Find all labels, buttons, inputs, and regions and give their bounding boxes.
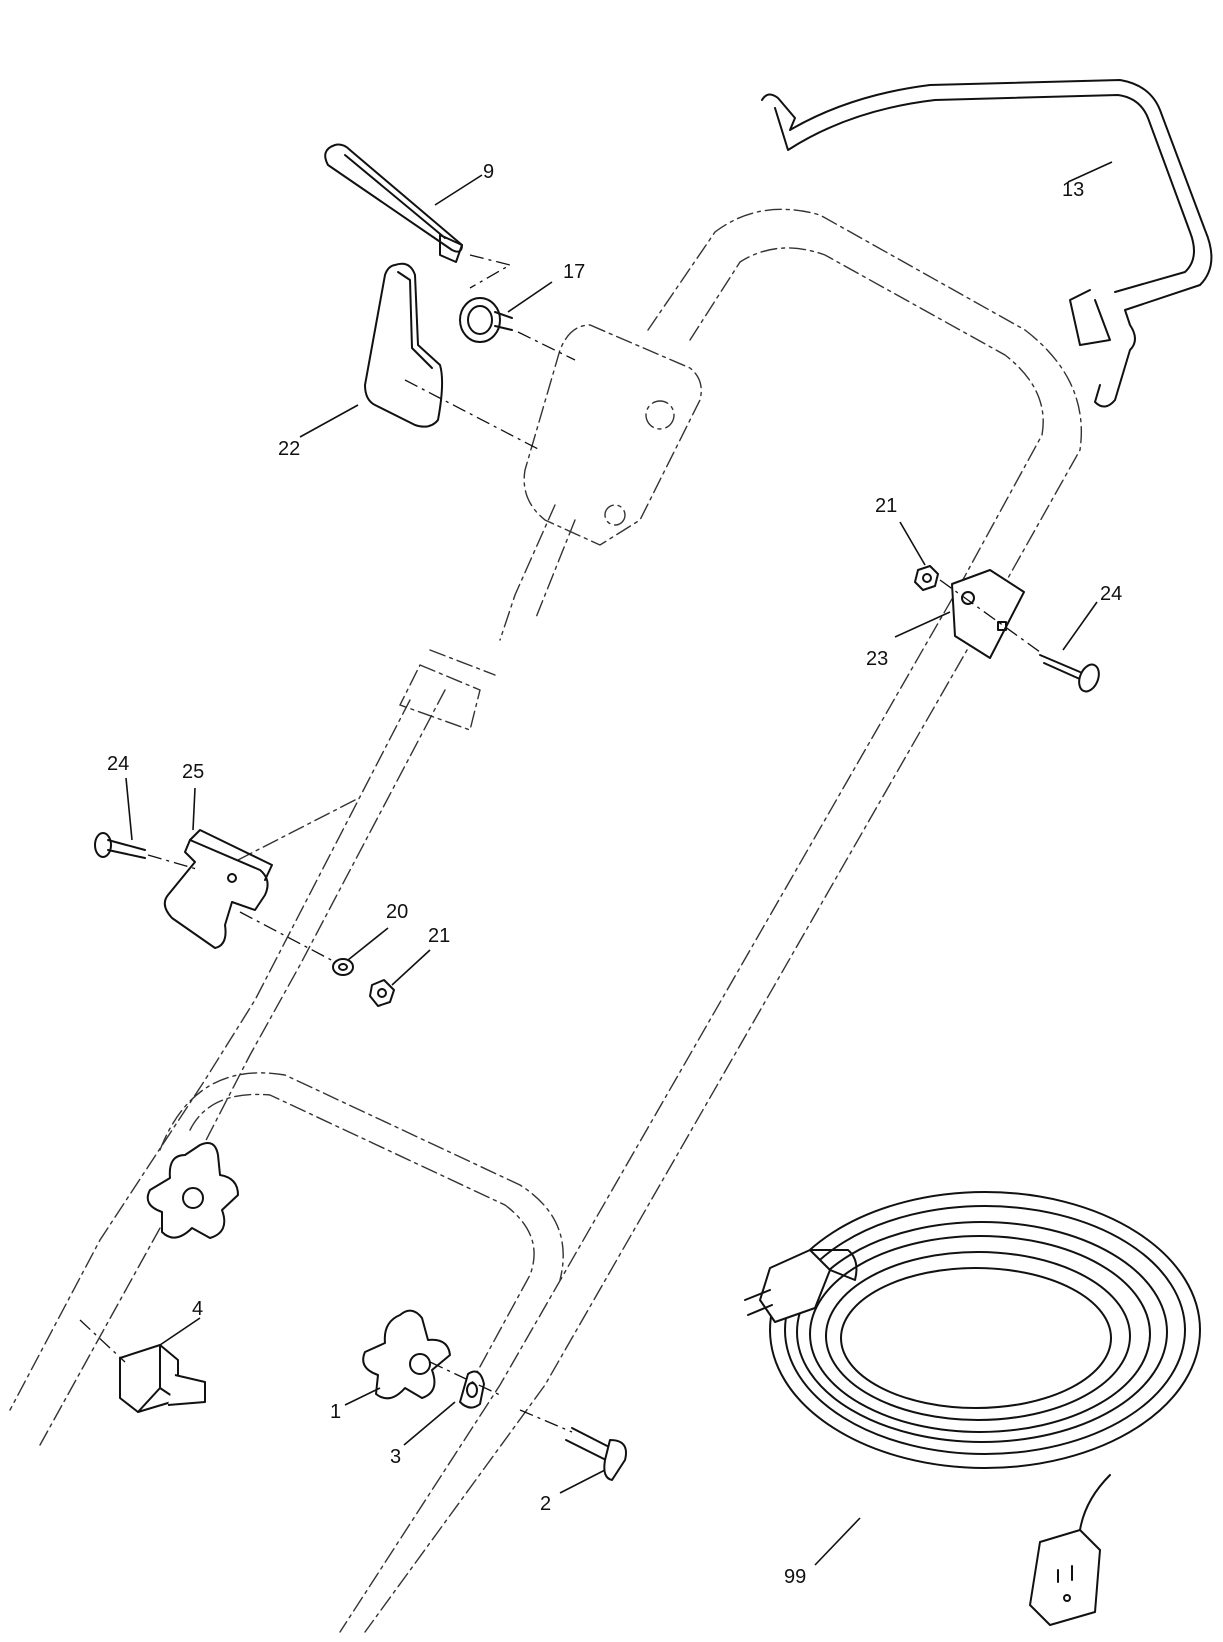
- callout-24-upper: 24: [1100, 583, 1122, 605]
- callout-17: 17: [563, 261, 585, 283]
- nut-part-21-upper: [914, 565, 939, 591]
- safety-key-loop-part-9: [324, 143, 463, 263]
- assembly-center-lines: [79, 254, 1041, 1433]
- callout-4: 4: [192, 1298, 203, 1320]
- knob-part-1: [362, 1309, 451, 1400]
- latch-bracket-part-25: [163, 829, 273, 949]
- callout-3: 3: [390, 1446, 401, 1468]
- callout-25: 25: [182, 761, 204, 783]
- clip-part-4: [119, 1344, 206, 1413]
- callout-labels: 9 13 17 22 21 24 23 24 25 20 21 4 1 3 2 …: [107, 161, 1122, 1588]
- handle-frame-phantom: [9, 208, 1083, 1633]
- cover-plate-part-22: [364, 262, 444, 428]
- control-box-phantom: [399, 324, 702, 731]
- callout-23: 23: [866, 648, 888, 670]
- callout-13: 13: [1062, 179, 1084, 201]
- extension-cord-part-99: [744, 1191, 1201, 1626]
- cam-part-3: [459, 1370, 485, 1409]
- callout-99: 99: [784, 1566, 806, 1588]
- leader-lines: [125, 161, 1113, 1566]
- callout-20: 20: [386, 901, 408, 923]
- callout-9: 9: [483, 161, 494, 183]
- knob-upper-left: [146, 1142, 239, 1239]
- callout-2: 2: [540, 1493, 551, 1515]
- callout-1: 1: [330, 1401, 341, 1423]
- washer-part-20: [332, 958, 354, 976]
- key-socket-part-17: [459, 297, 513, 343]
- callout-24-left: 24: [107, 753, 129, 775]
- nut-part-21-lower: [369, 979, 395, 1007]
- bail-part-13: [761, 79, 1213, 408]
- bolt-part-2: [565, 1427, 627, 1481]
- bolt-part-24-left: [94, 832, 146, 859]
- callout-21-upper: 21: [875, 495, 897, 517]
- callout-22: 22: [278, 438, 300, 460]
- callout-21-lower: 21: [428, 925, 450, 947]
- bolt-part-24-upper: [1039, 654, 1100, 693]
